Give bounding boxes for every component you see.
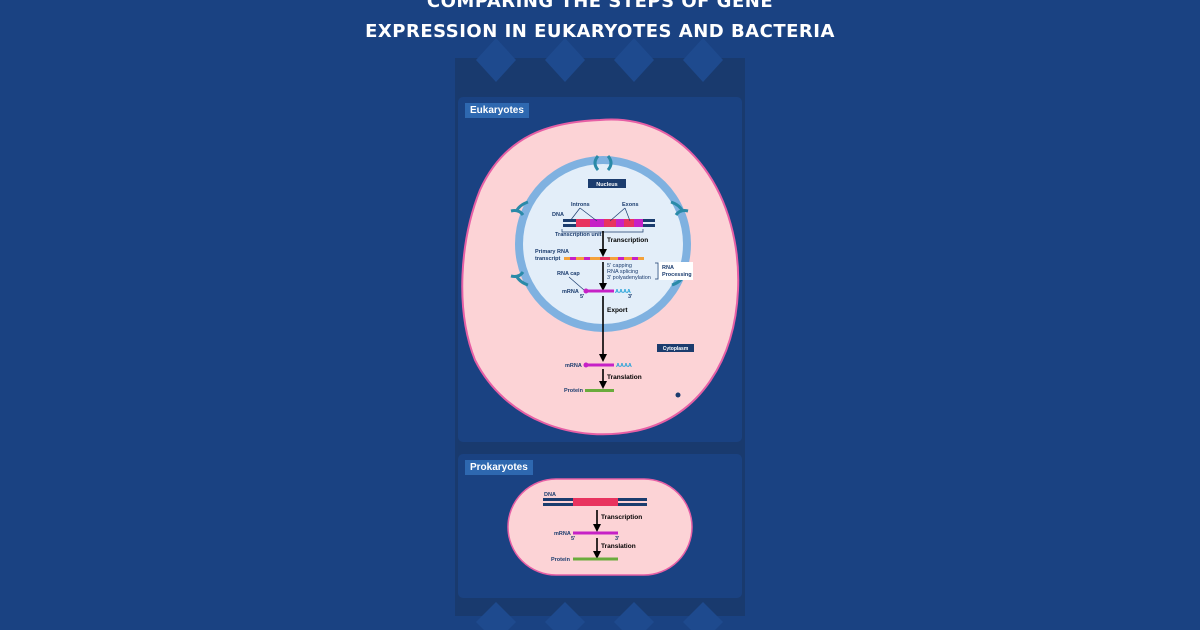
prok-dna-label: DNA bbox=[544, 492, 556, 498]
protein bbox=[585, 389, 614, 392]
eukaryotes-heading: Eukaryotes bbox=[465, 103, 529, 118]
nucleus-label-box bbox=[588, 179, 626, 188]
transcription-label: Transcription bbox=[607, 237, 648, 244]
poly-a-tail: AAAA bbox=[615, 289, 631, 295]
transcription-unit-label: Transcription unit bbox=[555, 232, 602, 238]
processing-bracket bbox=[655, 262, 659, 280]
poly-a-tail-cytoplasm: AAAA bbox=[616, 363, 632, 369]
mrna-label: mRNA bbox=[562, 289, 579, 295]
page-title-line-1: COMPARING THE STEPS OF GENE bbox=[426, 0, 774, 12]
capping-label: 5' capping bbox=[607, 263, 632, 269]
prok-gene-region bbox=[573, 498, 618, 506]
ribosome-dot bbox=[675, 392, 681, 398]
three-prime-label: 3' bbox=[628, 294, 633, 300]
rna-processing-label-line-2: Processing bbox=[662, 272, 692, 278]
polyadenylation-label: 3' polyadenylation bbox=[607, 275, 651, 281]
exons-label: Exons bbox=[622, 202, 639, 208]
intron-segments bbox=[590, 219, 643, 227]
mrna-nuclear bbox=[586, 289, 614, 293]
prok-protein-label: Protein bbox=[551, 557, 571, 563]
protein-label: Protein bbox=[564, 388, 584, 394]
prok-transcription-label: Transcription bbox=[601, 514, 642, 521]
prok-five-prime-label: 5' bbox=[571, 536, 576, 542]
primary-rna-transcript bbox=[564, 257, 644, 260]
five-prime-label: 5' bbox=[580, 294, 585, 300]
exon-segments bbox=[576, 219, 634, 227]
rna-cap-label: RNA cap bbox=[557, 271, 580, 277]
export-label: Export bbox=[607, 307, 628, 314]
nucleus-label: Nucleus bbox=[596, 182, 617, 188]
prok-mrna bbox=[573, 531, 618, 535]
cytoplasm-label-box bbox=[657, 344, 694, 352]
page-title-line-2: EXPRESSION IN EUKARYOTES AND BACTERIA bbox=[365, 21, 835, 42]
hexagon-decoration bbox=[476, 38, 723, 82]
splicing-label: RNA splicing bbox=[607, 269, 638, 275]
cytoplasm-label: Cytoplasm bbox=[663, 346, 689, 352]
mrna-cytoplasm bbox=[586, 363, 614, 367]
rna-processing-label-line-1: RNA bbox=[662, 265, 674, 271]
prok-translation-label: Translation bbox=[601, 543, 636, 550]
rna-cap-pointer bbox=[568, 276, 585, 291]
translation-label: Translation bbox=[607, 374, 642, 381]
prokaryotic-cell bbox=[507, 478, 693, 576]
prok-mrna-label: mRNA bbox=[554, 531, 571, 537]
introns-label: Introns bbox=[571, 202, 590, 208]
prok-three-prime-label: 3' bbox=[615, 536, 620, 542]
mrna-cytoplasm-label: mRNA bbox=[565, 363, 582, 369]
rna-processing-box bbox=[659, 262, 693, 280]
primary-rna-label-line-1: Primary RNA bbox=[535, 249, 569, 255]
primary-rna-label-line-2: transcript bbox=[535, 256, 561, 262]
dna-label: DNA bbox=[552, 212, 564, 218]
prok-protein bbox=[573, 557, 618, 561]
prokaryotes-heading: Prokaryotes bbox=[465, 460, 533, 475]
